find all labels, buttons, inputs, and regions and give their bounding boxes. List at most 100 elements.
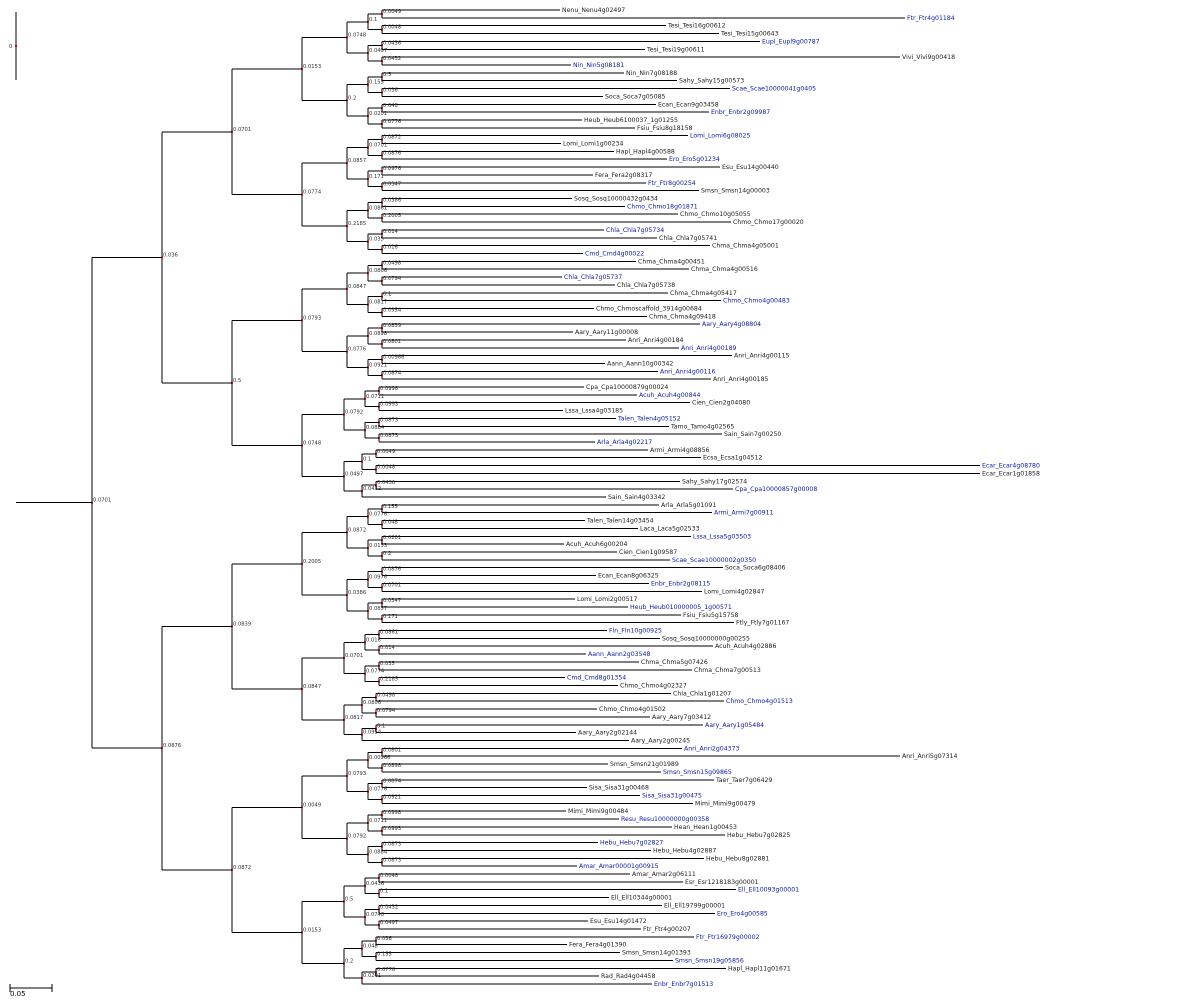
support-value: 0.0839	[383, 323, 401, 329]
support-value: 0.0954	[383, 307, 402, 313]
support-value: 0.0884	[369, 849, 388, 855]
leaf-label: Anri_Anri4g00115	[734, 353, 790, 360]
support-value: 0.0793	[303, 315, 321, 321]
leaf-label: Chmo_Chmo4g01502	[599, 706, 666, 713]
leaf-label: Cmd_Cmd8g01354	[567, 675, 626, 682]
support-value: 0.0711	[369, 818, 387, 824]
support-value: 0.0806	[363, 700, 381, 706]
support-value: 0.0817	[345, 715, 363, 721]
support-value: 0.0872	[348, 527, 366, 533]
leaf-label: Arla_Arla4g02217	[597, 439, 652, 446]
support-value: 0.0876	[163, 743, 181, 749]
leaf-labels: Nenu_Nenu4g02497Ftr_Ftr4g01184Tesi_Tesi1…	[562, 7, 1040, 988]
leaf-label: Lomi_Lomi2g00517	[577, 596, 637, 603]
leaf-label: Enbr_Enbr7g01513	[654, 981, 713, 988]
support-value: 0.00966	[383, 355, 404, 361]
leaf-label: Talen_Talen14g03454	[586, 518, 654, 525]
support-value: 0.0876	[383, 567, 401, 573]
leaf-label: Eupl_Eupl9g00787	[762, 38, 820, 45]
leaf-label: Chma_Chma4g05001	[712, 243, 779, 250]
scale-bar-label: 0.05	[10, 990, 26, 998]
support-value: 0.0748	[303, 440, 321, 446]
leaf-label: Ero_Ero4g00585	[717, 910, 768, 917]
leaf-label: Mimi_Mimi9g00479	[695, 800, 755, 807]
leaf-label: Armi_Armi7g00911	[714, 510, 774, 517]
leaf-label: Sain_Sain4g03342	[608, 494, 665, 501]
support-value: 0.0701	[93, 498, 111, 504]
support-value: 0.0874	[383, 370, 402, 376]
support-value: 0.0898	[383, 763, 401, 769]
leaf-label: Ecar_Ecar1g01858	[982, 470, 1040, 477]
leaf-label: Scae_Scae10000041g0405	[732, 86, 816, 93]
support-value: 0.00966	[369, 755, 390, 761]
support-value: 0.1	[369, 17, 377, 23]
leaf-label: Resu_Resu10000000g00358	[621, 816, 709, 823]
leaf-label: Ecsa_Ecsa1g04512	[703, 455, 762, 462]
leaf-label: Chmo_Chmo4g00483	[723, 298, 790, 305]
support-value: 0.0048	[383, 25, 401, 31]
leaf-label: Tesi_Tesi19g00611	[646, 46, 705, 53]
support-value: 0.0847	[303, 684, 321, 690]
support-value: 0.2005	[383, 213, 401, 219]
support-value: 0.0776	[377, 967, 395, 973]
support-value: 0.048	[383, 519, 398, 525]
leaf-label: Chmo_Chmo4g02327	[620, 683, 687, 690]
support-value: 0.0748	[366, 912, 384, 918]
support-value: 0.0898	[369, 331, 387, 337]
leaf-label: Heub_Heub010000005_1g00571	[630, 604, 732, 611]
support-value: 0.155	[383, 504, 398, 510]
support-value: 0.155	[377, 952, 392, 958]
leaf-label: Lomi_Lomi4g02847	[704, 588, 764, 595]
leaf-label: Chmo_Chmo4g01513	[726, 698, 793, 705]
leaf-label: Armi_Armi4g08856	[650, 447, 710, 454]
leaf-label: Hebu_Hebu7g02827	[600, 840, 663, 847]
support-value: 0.0776	[369, 787, 387, 793]
leaf-label: Ecan_Ecan9g03458	[658, 101, 719, 108]
support-value: 0.0701	[345, 653, 363, 659]
support-value: 0.0774	[303, 190, 322, 196]
support-value: 0.0873	[380, 433, 398, 439]
support-value: 0.0153	[369, 543, 387, 549]
support-value: 0.0776	[369, 512, 387, 518]
support-value: 0.048	[383, 103, 398, 109]
support-value: 0.0048	[377, 465, 395, 471]
leaf-label: Ell_Ell10093g00001	[738, 887, 799, 894]
support-value: 0.1	[363, 457, 371, 463]
leaf-label: Arla_Arla5g01091	[661, 502, 716, 509]
leaf-label: Acuh_Acuh6g00204	[566, 541, 627, 548]
support-value: 0.0386	[383, 197, 401, 203]
leaf-label: Ero_Ero5g01234	[669, 156, 720, 163]
leaf-label: Aary_Aary7g03412	[652, 714, 711, 721]
leaf-label: Smsn_Smsn21g01989	[610, 761, 679, 768]
leaf-label: Sisa_Sisa31g00475	[642, 792, 702, 799]
leaf-label: Nin_Nin5g08181	[573, 62, 624, 69]
support-value: 0.5	[233, 378, 241, 384]
support-value: 0.036	[383, 87, 398, 93]
leaf-label: Tesi_Tesi16g00612	[667, 23, 726, 30]
support-value: 0.0872	[233, 865, 251, 871]
support-value: 0.0792	[348, 834, 366, 840]
support-value: 0.171	[369, 174, 384, 180]
leaf-label: Esu_Esu14g00440	[722, 164, 779, 171]
support-value: 0.0861	[380, 629, 398, 635]
support-value: 0.0874	[383, 779, 402, 785]
leaf-label: Chma_Chma4g00516	[691, 266, 758, 273]
leaf-label: Sosq_Sosq10000432g0434	[574, 196, 658, 203]
leaf-label: Sosq_Sosq10000000g00255	[662, 635, 750, 642]
node-marker	[15, 45, 17, 47]
leaf-label: Lomi_Lomi1g00234	[563, 141, 623, 148]
support-value: 0.0347	[383, 182, 401, 188]
leaf-label: Cien_Cien2g04080	[692, 400, 750, 407]
support-value: 0.048	[363, 944, 378, 950]
support-value: 0.0386	[348, 590, 366, 596]
support-value: 0.2	[345, 958, 353, 964]
leaf-label: Chla_Chla7g05741	[659, 235, 717, 242]
leaf-label: Chmo_Chmoscaffold_3914g00684	[596, 305, 702, 312]
leaf-label: Ell_Ell19799g00001	[664, 902, 725, 909]
leaf-label: Chmo_Chmo18g01871	[627, 203, 698, 210]
support-value: 0.0048	[380, 873, 398, 879]
leaf-label: Fln_Fln10g00925	[609, 628, 662, 635]
leaf-label: Cmd_Cmd4g00022	[585, 251, 644, 258]
support-value: 0.0806	[369, 268, 387, 274]
